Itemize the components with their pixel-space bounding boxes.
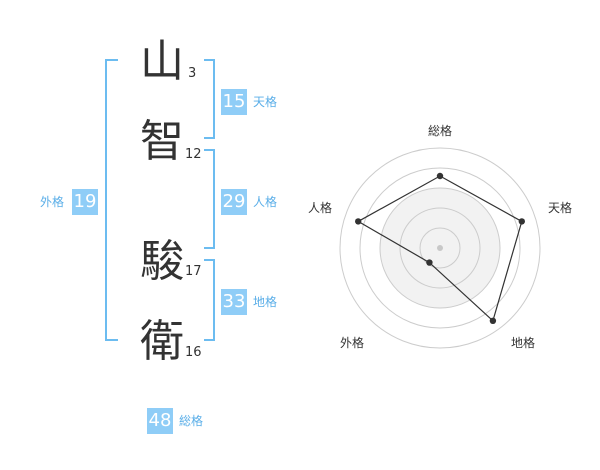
chikaku-value: 33: [221, 289, 247, 315]
jinkaku-value: 29: [221, 189, 247, 215]
jinkaku-bracket: [204, 149, 215, 249]
jinkaku-label: 人格: [253, 195, 278, 209]
chikaku-bracket: [204, 259, 215, 341]
soukaku-label: 総格: [179, 414, 204, 428]
tenkaku-value: 15: [221, 89, 247, 115]
radar-axis-label-jinkaku: 人格: [308, 201, 333, 215]
gaikaku-label: 外格: [40, 195, 65, 209]
radar-axis-label-chikaku: 地格: [511, 336, 536, 350]
stroke-count-3: 17: [185, 264, 202, 279]
radar-point-4: [426, 259, 433, 266]
radar-point-3: [489, 317, 497, 325]
name-char-2: 智: [140, 116, 184, 167]
outer-bracket: [105, 59, 118, 341]
stroke-count-2: 12: [185, 147, 202, 162]
stroke-count-4: 16: [185, 345, 202, 360]
radar-axis-label-gaikaku: 外格: [340, 336, 365, 350]
name-char-4: 衛: [140, 316, 184, 367]
radar-axis-label-tenkaku: 天格: [548, 201, 573, 215]
radar-center-dot: [437, 245, 443, 251]
stroke-count-1: 3: [188, 66, 197, 81]
radar-axis-label-soukaku: 総格: [428, 124, 453, 138]
chikaku-label: 地格: [253, 295, 278, 309]
name-char-3: 駿: [140, 236, 184, 287]
radar-point-5: [355, 218, 362, 225]
gaikaku-value: 19: [72, 189, 98, 215]
radar-point-1: [436, 172, 444, 180]
radar-points: [355, 172, 525, 325]
tenkaku-bracket: [204, 59, 215, 139]
radar-series-polygon: [356, 175, 523, 322]
name-char-1: 山: [140, 36, 184, 87]
soukaku-value: 48: [147, 408, 173, 434]
radar-point-2: [518, 218, 525, 225]
tenkaku-label: 天格: [253, 95, 278, 109]
